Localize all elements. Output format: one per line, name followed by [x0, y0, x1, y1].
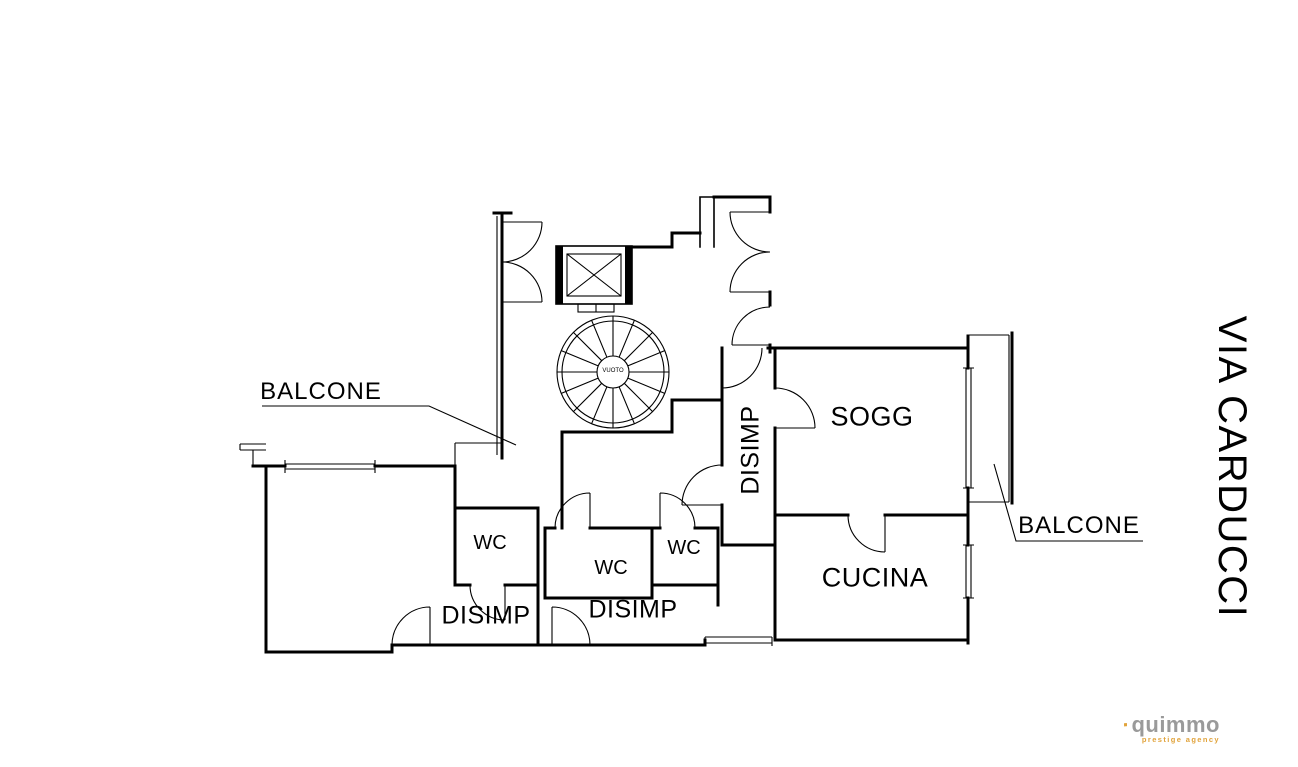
- room-label-disimp-vertical: DISIMP: [736, 405, 765, 495]
- room-label-balcone-left: BALCONE: [260, 378, 382, 405]
- quimmo-logo-tagline: prestige agency: [1141, 735, 1220, 744]
- walls: [251, 195, 1014, 654]
- room-label-cucina: CUCINA: [821, 562, 929, 593]
- room-label-balcone-right: BALCONE: [1018, 512, 1140, 539]
- quimmo-logo-icon: [1124, 723, 1128, 727]
- elevator: [555, 245, 633, 313]
- quimmo-logo: quimmo prestige agency: [1124, 712, 1220, 744]
- leader-lines: [262, 405, 1143, 542]
- room-label-disimp-right: DISIMP: [588, 595, 678, 624]
- room-label-wc-left: WC: [473, 532, 507, 554]
- room-label-wc-right: WC: [667, 537, 701, 559]
- windows: [284, 367, 974, 646]
- balcony-left-outline: [454, 442, 502, 466]
- balcony-right-outline: [968, 334, 1010, 503]
- stair-tower-wall: [699, 196, 715, 248]
- room-label-disimp-left: DISIMP: [441, 601, 531, 630]
- room-label-sogg: SOGG: [830, 401, 914, 432]
- street-label: VIA CARDUCCI: [1210, 315, 1254, 619]
- stair-void-label: VUOTO: [602, 368, 624, 374]
- spiral-staircase: [556, 315, 670, 429]
- room-label-wc-center: WC: [594, 557, 628, 579]
- door-swing-arcs: [391, 211, 886, 646]
- quimmo-logo-text: quimmo: [1131, 712, 1220, 737]
- thin-lines: [239, 216, 498, 466]
